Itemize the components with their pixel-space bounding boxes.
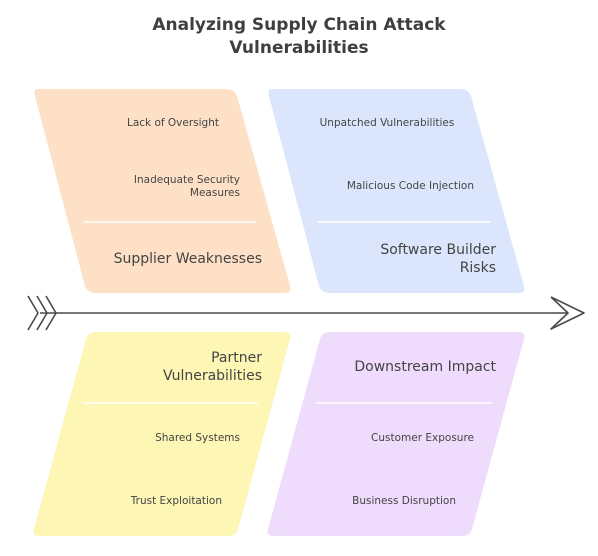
title-line-2: Vulnerabilities <box>229 38 369 58</box>
partner-item-2: Trust Exploitation <box>130 495 222 507</box>
downstream-heading: Downstream Impact <box>354 359 496 375</box>
downstream-item-2: Business Disruption <box>352 495 456 507</box>
diagram-title: Analyzing Supply Chain Attack Vulnerabil… <box>0 14 598 60</box>
software-builder-risks-panel <box>268 89 525 293</box>
spine-tail-chevron-2 <box>36 295 48 331</box>
title-line-1: Analyzing Supply Chain Attack <box>152 15 446 35</box>
partner-vulnerabilities-panel <box>33 332 291 536</box>
supplier-heading: Supplier Weaknesses <box>113 251 262 267</box>
spine-tail-chevron-3 <box>45 295 57 331</box>
partner-heading: Partner Vulnerabilities <box>162 350 262 384</box>
downstream-item-1: Customer Exposure <box>371 432 474 444</box>
software-item-1: Unpatched Vulnerabilities <box>319 117 455 129</box>
spine-tail-chevron-1 <box>27 295 39 331</box>
supplier-item-1: Lack of Oversight <box>126 117 219 129</box>
supplier-weaknesses-panel <box>34 89 291 293</box>
software-heading: Software Builder Risks <box>380 242 496 276</box>
supplier-item-2: Inadequate Security Measures <box>133 174 240 199</box>
spine-arrowhead <box>550 296 585 330</box>
downstream-impact-panel <box>267 332 525 536</box>
partner-item-1: Shared Systems <box>155 432 240 444</box>
software-item-2: Malicious Code Injection <box>346 180 474 192</box>
